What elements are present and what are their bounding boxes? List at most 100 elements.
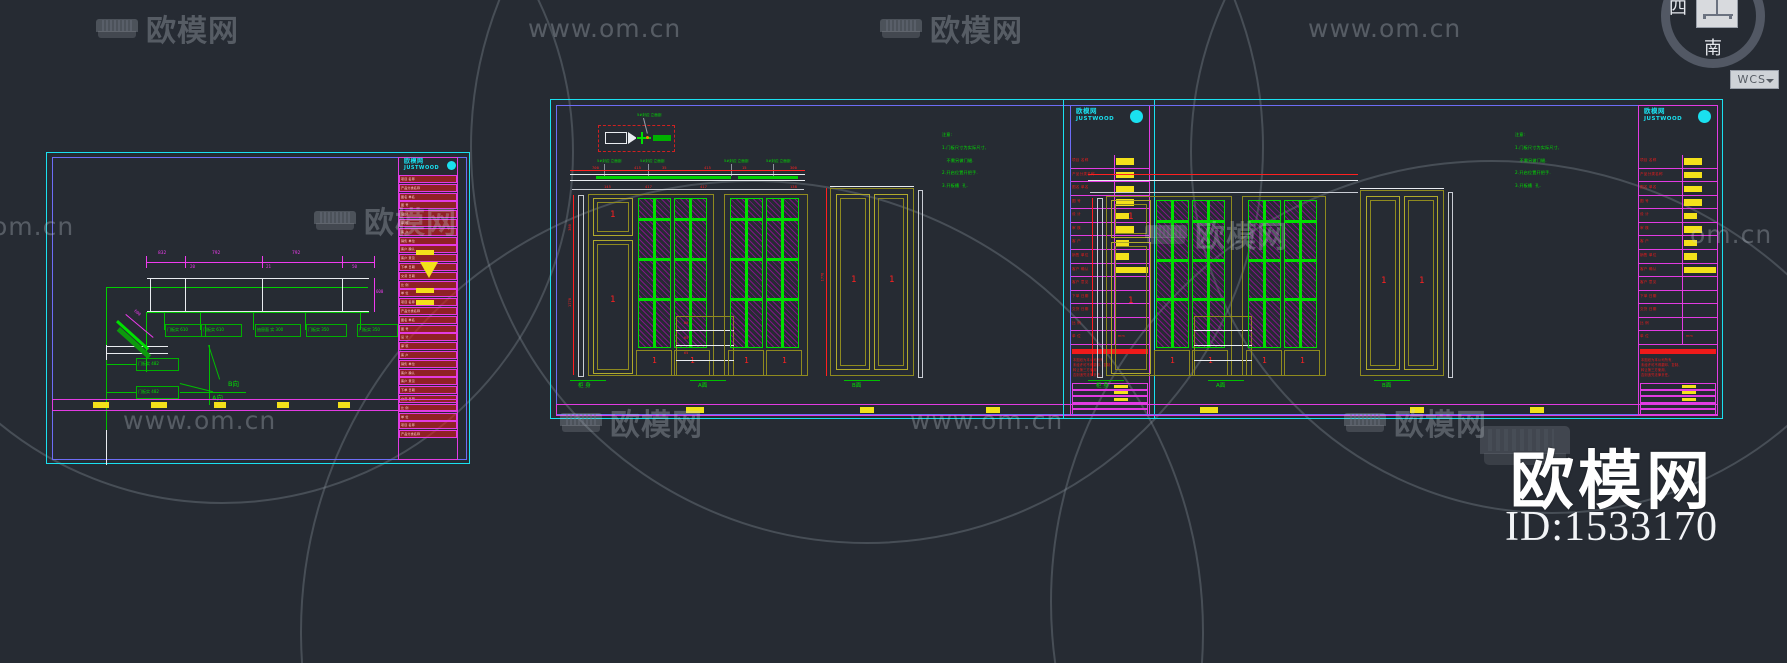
title-block-label: 客户 确认 <box>1072 266 1089 271</box>
title-block-value-field[interactable] <box>1116 171 1134 179</box>
title-block-row[interactable] <box>399 368 457 377</box>
title-block-row[interactable] <box>1070 196 1150 210</box>
title-block-row[interactable] <box>399 227 457 236</box>
title-block-row[interactable] <box>399 201 457 210</box>
title-block-row[interactable] <box>1070 250 1150 264</box>
title-block-row[interactable] <box>399 324 457 333</box>
title-block-value-field[interactable] <box>1682 397 1697 401</box>
title-block-row[interactable] <box>1638 223 1718 237</box>
title-block-row[interactable] <box>1070 291 1150 305</box>
title-block-row[interactable] <box>1070 304 1150 318</box>
title-block-row[interactable] <box>399 342 457 351</box>
title-block-row[interactable] <box>399 333 457 342</box>
title-block-value-field[interactable] <box>1682 391 1697 394</box>
title-block-value-field[interactable] <box>1116 266 1148 274</box>
title-block-row[interactable] <box>399 219 457 227</box>
title-block-row[interactable] <box>399 192 457 201</box>
elev2-mullB-h2 <box>1248 259 1281 262</box>
title-block-value-field[interactable] <box>1114 391 1129 394</box>
compass-ring[interactable] <box>1661 0 1765 68</box>
title-block-row[interactable] <box>1640 402 1716 409</box>
title-block-row[interactable] <box>1638 304 1718 318</box>
plan-title-block[interactable] <box>398 157 458 460</box>
title-block-row[interactable] <box>399 430 457 439</box>
viewcube-face[interactable] <box>1696 0 1738 28</box>
title-block-row[interactable] <box>1070 277 1150 291</box>
plan-view-label-a: A向 <box>212 394 223 402</box>
title-block-value-field[interactable] <box>1114 397 1129 401</box>
title-block-value-field[interactable] <box>1684 158 1702 165</box>
title-block-row[interactable] <box>399 421 457 430</box>
elev1-mullB-h1 <box>730 218 763 221</box>
title-block-row[interactable] <box>1072 383 1148 390</box>
title-block-row[interactable] <box>1638 291 1718 305</box>
title-block-value-field[interactable] <box>1114 384 1129 388</box>
title-block-row[interactable] <box>1070 155 1150 169</box>
title-block-row[interactable] <box>1640 389 1716 396</box>
title-block-value-field[interactable] <box>1116 253 1129 260</box>
title-block-row[interactable] <box>399 359 457 368</box>
title-block-row[interactable] <box>399 210 457 219</box>
elev1-mullA-h6 <box>674 298 707 301</box>
title-block-row[interactable] <box>1070 223 1150 237</box>
title-block-row[interactable] <box>1638 331 1718 345</box>
title-block-row[interactable] <box>1638 155 1718 169</box>
title-block-value-field[interactable] <box>1684 239 1697 247</box>
title-block-row[interactable] <box>399 175 457 183</box>
title-block-row[interactable] <box>399 386 457 395</box>
title-block-value-field[interactable] <box>1684 199 1702 206</box>
title-block-value-field[interactable] <box>1116 158 1134 165</box>
viewcube-widget[interactable]: 四 南 <box>1633 0 1783 98</box>
title-block-value-field[interactable] <box>1684 253 1697 260</box>
title-block-row[interactable] <box>1072 402 1148 409</box>
title-block-value-field[interactable] <box>416 288 434 293</box>
title-block-value-field[interactable] <box>416 300 434 305</box>
elev1-view-ul-0 <box>570 380 606 381</box>
title-block-value-field[interactable] <box>1116 226 1134 233</box>
title-block-row[interactable] <box>1070 169 1150 183</box>
title-block-row[interactable] <box>399 307 457 315</box>
title-block-row[interactable] <box>1638 250 1718 264</box>
ucs-selector[interactable]: WCS <box>1730 70 1779 89</box>
title-block-row[interactable] <box>399 183 457 192</box>
title-block-row[interactable] <box>1638 236 1718 250</box>
title-block-row[interactable] <box>1640 383 1716 390</box>
title-block-row[interactable] <box>399 315 457 324</box>
title-block-row[interactable] <box>1640 396 1716 403</box>
elev2-title-block[interactable] <box>1638 105 1718 415</box>
title-block-row[interactable] <box>1638 277 1718 291</box>
title-block-row[interactable] <box>1070 318 1150 332</box>
title-block-value-field[interactable] <box>1684 185 1702 193</box>
title-block-value-field[interactable] <box>1684 171 1702 179</box>
title-block-row[interactable] <box>1638 209 1718 223</box>
title-block-row[interactable] <box>1070 236 1150 250</box>
title-block-value-field[interactable] <box>1116 199 1134 206</box>
title-block-value-field[interactable] <box>1116 185 1134 193</box>
title-block-row[interactable] <box>1070 182 1150 196</box>
title-block-row[interactable] <box>1070 209 1150 223</box>
title-block-value-field[interactable] <box>1116 239 1129 247</box>
title-block-label: 单 位 <box>1640 334 1649 339</box>
title-block-row[interactable] <box>1638 169 1718 183</box>
title-block-row[interactable] <box>1072 396 1148 403</box>
title-block-row[interactable] <box>1072 389 1148 396</box>
title-block-row[interactable] <box>1638 318 1718 332</box>
title-block-row[interactable] <box>1638 264 1718 278</box>
title-block-value-field[interactable] <box>1684 226 1702 233</box>
title-block-value-field[interactable] <box>1684 266 1716 274</box>
title-block-value-field[interactable] <box>1116 212 1129 220</box>
title-block-value-field[interactable] <box>1684 212 1697 220</box>
title-block-row[interactable] <box>1070 264 1150 278</box>
title-block-row[interactable] <box>399 412 457 421</box>
title-block-value-field[interactable] <box>416 250 434 255</box>
title-block-value-field[interactable] <box>1682 384 1697 388</box>
title-block-row[interactable] <box>1638 182 1718 196</box>
title-block-row[interactable] <box>399 236 457 245</box>
title-block-label: 项目 名称 <box>1640 157 1657 162</box>
title-block-row[interactable] <box>1070 331 1150 345</box>
title-block-row[interactable] <box>1638 196 1718 210</box>
plan-dim-21: 21 <box>266 264 272 269</box>
title-block-row[interactable] <box>399 351 457 359</box>
title-block-row[interactable] <box>399 377 457 386</box>
